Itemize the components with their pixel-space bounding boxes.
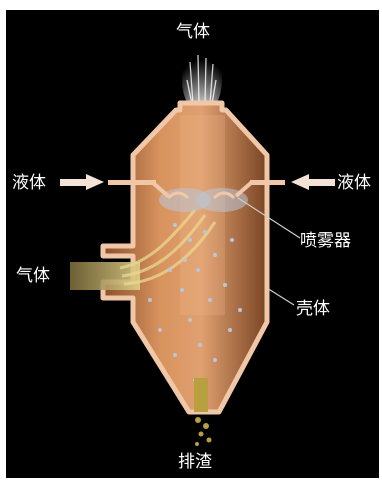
gas-outlet-label: 气体 [176,22,210,42]
left-arrow-icon [291,174,335,190]
liquid-inlet-left-label: 液体 [12,173,46,193]
gas-inlet-label: 气体 [16,266,50,286]
liquid-inlet-right-label: 液体 [337,173,371,193]
sprayer-label: 喷雾器 [300,231,351,251]
right-arrow-icon [60,174,104,190]
vessel-highlight [180,115,225,315]
shell-label: 壳体 [296,299,330,319]
slag-discharge-label: 排渣 [178,452,212,472]
